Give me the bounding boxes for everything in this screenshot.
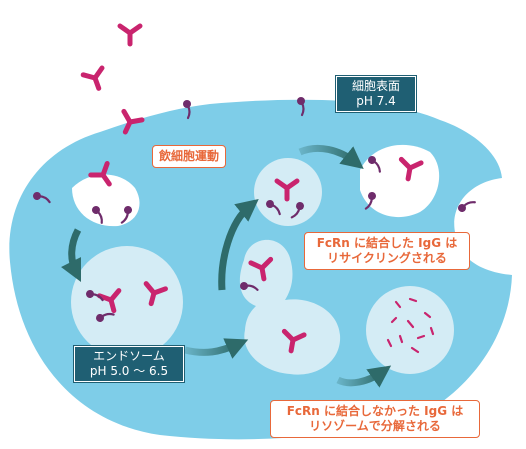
- arrow-to-surface: [298, 144, 364, 169]
- endosome-label: エンドソーム pH 5.0 ～ 6.5: [73, 345, 185, 383]
- recycled-label: FcRn に結合した IgG は リサイクリングされる: [304, 232, 470, 270]
- recycled-label-line1: FcRn に結合した IgG は: [316, 236, 458, 250]
- pinocytosis-indent: [72, 174, 140, 227]
- degraded-fragments: [386, 297, 435, 354]
- degraded-label: FcRn に結合しなかった IgG は リソゾームで分解される: [270, 400, 480, 438]
- lysosome-vesicle: [366, 286, 454, 374]
- igg-outside-1: [120, 26, 140, 44]
- degraded-label-line1: FcRn に結合しなかった IgG は: [286, 404, 464, 418]
- cell-surface-label: 細胞表面 pH 7.4: [335, 75, 417, 113]
- degraded-label-line2: リソゾームで分解される: [309, 419, 441, 433]
- igg-outside-2: [83, 68, 108, 92]
- recycled-label-line2: リサイクリングされる: [327, 251, 447, 265]
- cell-surface-label-line1: 細胞表面: [351, 79, 400, 93]
- arrow-to-sorting: [184, 338, 249, 359]
- endosome-label-line2: pH 5.0 ～ 6.5: [89, 364, 169, 378]
- pinocytosis-label-text: 飲細胞運動: [159, 149, 220, 163]
- arrow-to-endosome: [60, 228, 82, 283]
- pinocytosis-label: 飲細胞運動: [152, 145, 227, 168]
- endosome-vesicle: [71, 246, 183, 358]
- cell-surface-label-line2: pH 7.4: [356, 94, 396, 108]
- arrow-to-lysosome: [336, 365, 392, 388]
- endosome-label-line1: エンドソーム: [93, 349, 165, 363]
- arrow-to-recycling: [218, 198, 259, 291]
